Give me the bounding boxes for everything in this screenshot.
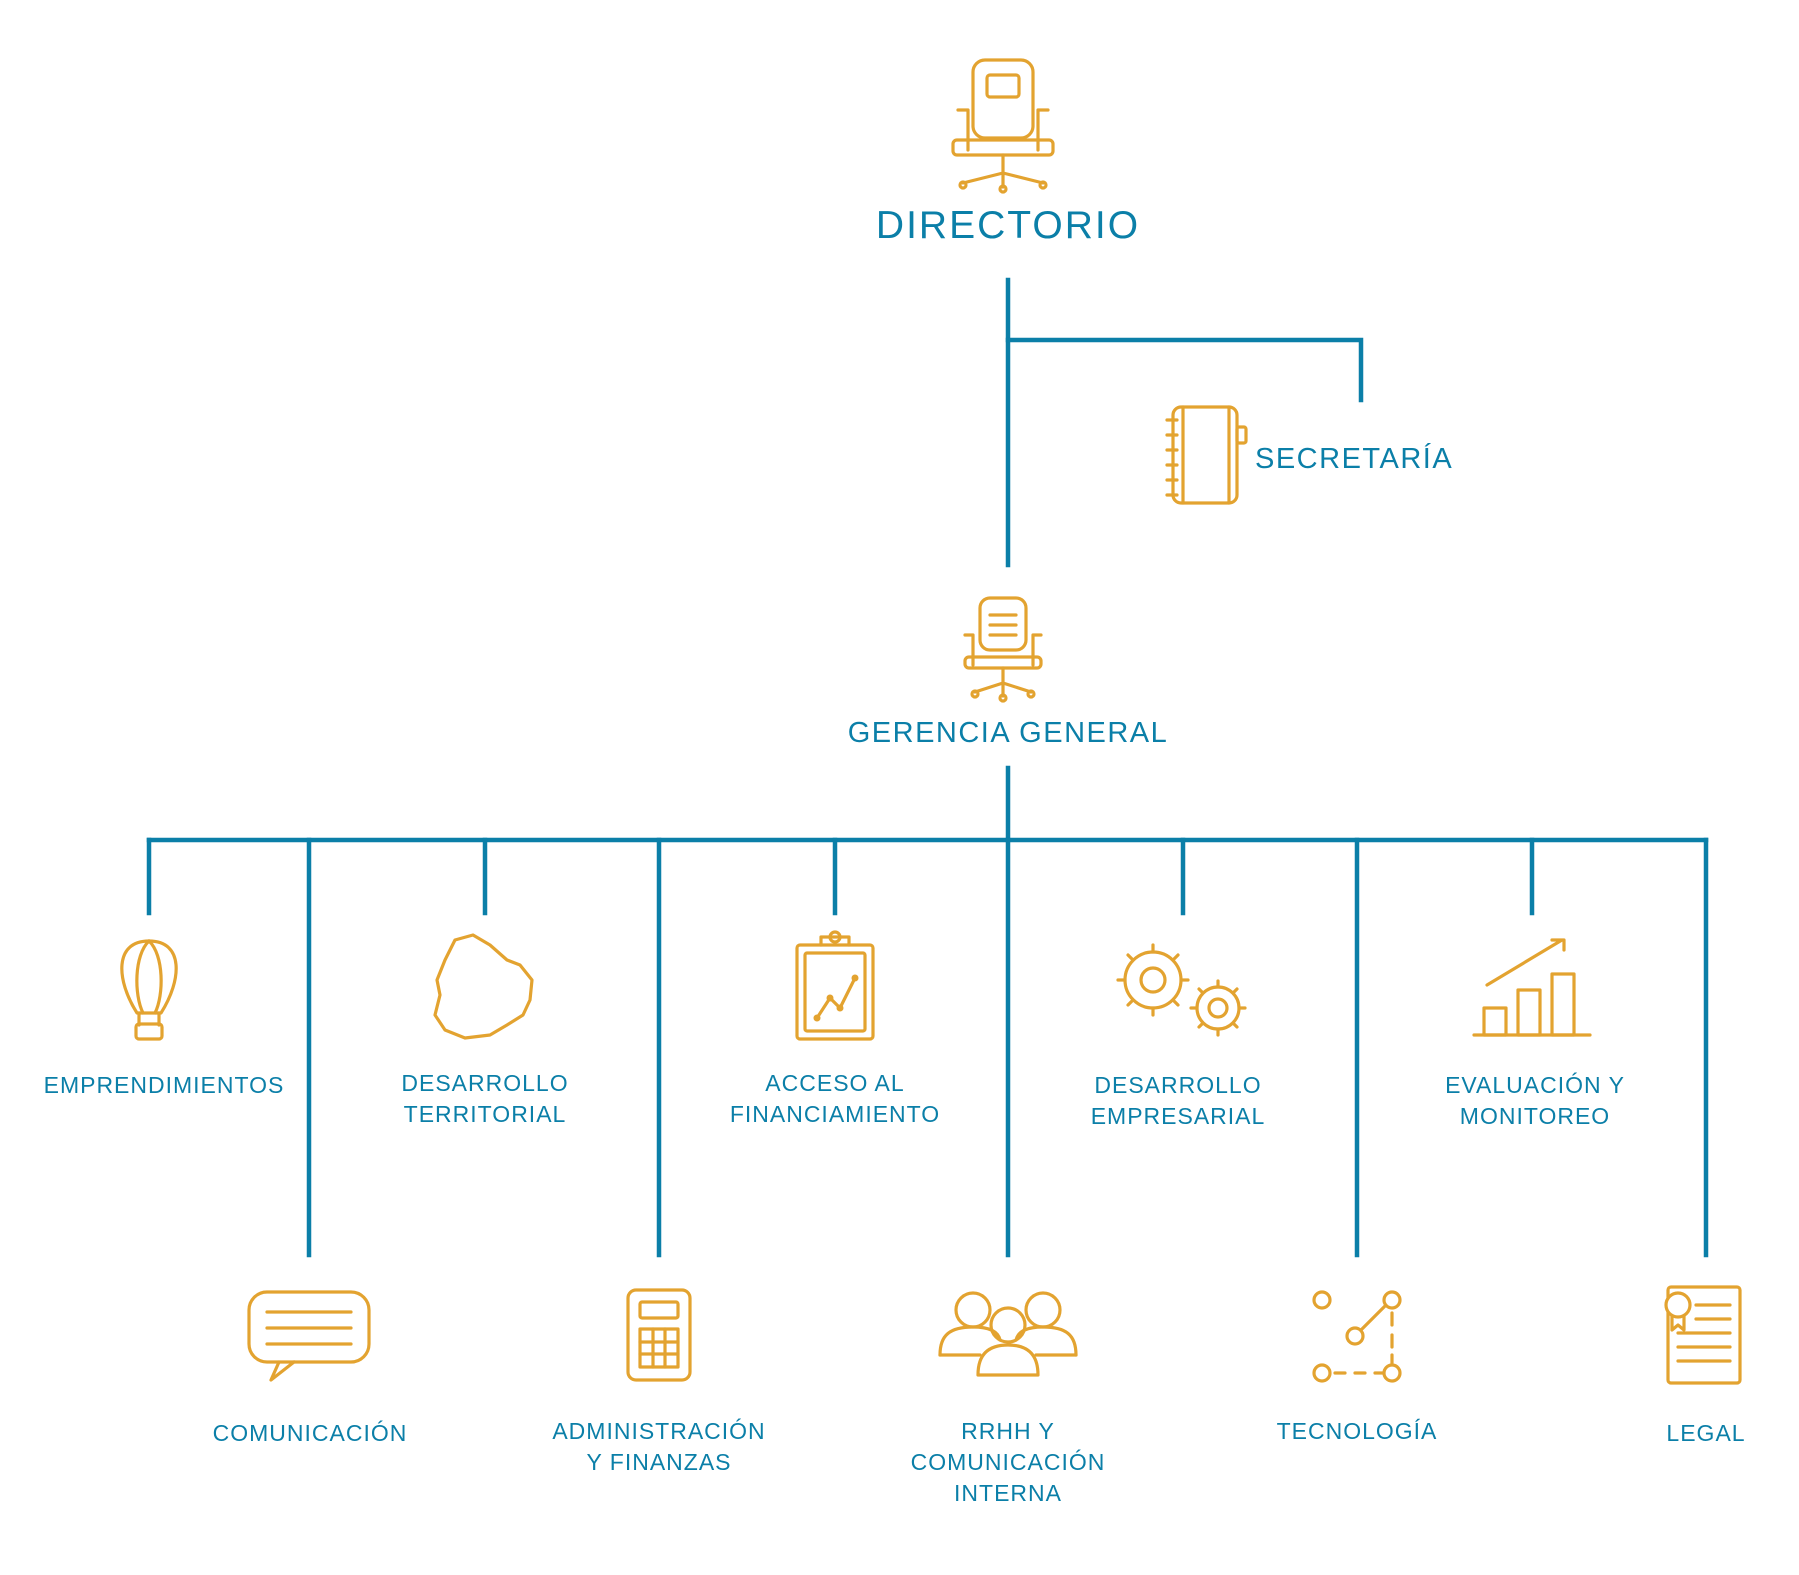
speech-bubble-icon: [247, 1290, 371, 1382]
certificate-document-icon: [1664, 1285, 1742, 1385]
people-group-icon: [938, 1291, 1078, 1377]
node-evaluacion-monitoreo: EVALUACIÓN Y MONITOREO: [1445, 1072, 1625, 1129]
clipboard-chart-icon: [795, 930, 875, 1041]
office-chair-icon: [963, 596, 1043, 703]
gears-icon: [1116, 943, 1247, 1037]
node-directorio: DIRECTORIO: [875, 204, 1141, 247]
node-legal: LEGAL: [1666, 1420, 1746, 1446]
network-nodes-icon: [1312, 1290, 1402, 1383]
node-rrhh: RRHH Y COMUNICACIÓN INTERNA: [910, 1418, 1106, 1506]
hot-air-balloon-icon: [120, 939, 178, 1041]
node-acceso-financiamiento: ACCESO AL FINANCIAMIENTO: [729, 1070, 941, 1127]
uruguay-map-icon: [433, 933, 534, 1040]
node-desarrollo-empresarial: DESARROLLO EMPRESARIAL: [1090, 1072, 1266, 1129]
connector-lines: [146, 277, 1709, 1258]
growth-bar-chart-icon: [1472, 938, 1592, 1037]
connector-secretaria: [1005, 337, 1364, 403]
notebook-icon: [1165, 405, 1248, 505]
node-gerencia-general: GERENCIA GENERAL: [847, 717, 1169, 749]
node-administracion-finanzas: ADMINISTRACIÓN Y FINANZAS: [552, 1418, 766, 1475]
node-emprendimientos: EMPRENDIMIENTOS: [43, 1072, 285, 1098]
node-desarrollo-territorial: DESARROLLO TERRITORIAL: [401, 1070, 569, 1127]
node-tecnologia: TECNOLOGÍA: [1276, 1418, 1438, 1444]
calculator-icon: [626, 1288, 692, 1382]
node-comunicacion: COMUNICACIÓN: [212, 1420, 408, 1446]
node-secretaria: SECRETARÍA: [1255, 443, 1454, 475]
office-chair-icon: [951, 58, 1055, 194]
